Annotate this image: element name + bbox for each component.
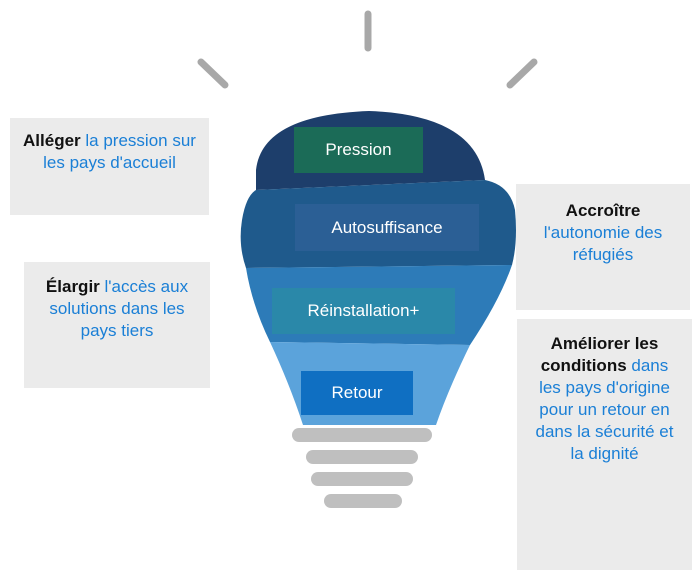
base-segment-1 [292,428,432,442]
base-segment-3 [311,472,413,486]
callout-enhance-self-reliance: Accroître l'autonomie des réfugiés [516,184,690,310]
callout-support-text: dans les pays d'origine pour un retour e… [535,356,674,463]
label-resettlement: Réinstallation+ [272,288,455,334]
callout-expand-text: l'accès aux solutions dans les pays tier… [49,277,189,340]
callout-expand-access: Élargir l'accès aux solutions dans les p… [24,262,210,388]
callout-ease-text: la pression sur les pays d'accueil [43,131,196,172]
ray-left [197,58,229,89]
callout-ease-pressure: Alléger la pression sur les pays d'accue… [10,118,209,215]
ray-right [506,58,538,89]
callout-enhance-text: l'autonomie des réfugiés [543,223,663,264]
callout-support-bold: Améliorer les conditions [540,334,659,375]
callout-enhance-bold: Accroître [565,201,641,220]
label-pressure: Pression [294,127,423,173]
callout-expand-bold: Élargir [45,277,100,296]
base-segment-2 [306,450,418,464]
label-self-reliance: Autosuffisance [295,204,479,251]
callout-support-conditions: Améliorer les conditions dans les pays d… [517,319,692,570]
label-return: Retour [301,371,413,415]
base-segment-4 [324,494,402,508]
callout-ease-bold: Alléger [23,131,81,150]
